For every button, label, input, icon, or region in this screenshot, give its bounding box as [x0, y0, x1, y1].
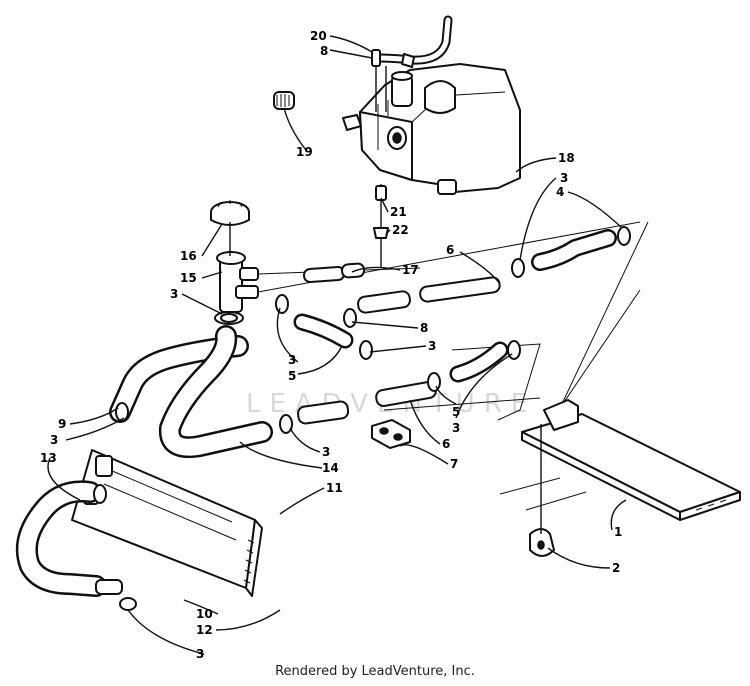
- hose-13: [16, 480, 107, 597]
- callout-3-filler: 3: [170, 287, 178, 301]
- overflow-tube: [371, 15, 453, 112]
- heat-exchanger: [499, 399, 741, 521]
- callout-labels: 20 8 19 18 21 22 16 15 17 6 3 4 3 8 3 5 …: [40, 29, 622, 661]
- callout-22: 22: [392, 223, 409, 237]
- bracket-2: [529, 424, 555, 557]
- callout-8-top: 8: [320, 44, 328, 58]
- callout-3-right-lower: 3: [452, 421, 460, 435]
- callout-7: 7: [450, 457, 458, 471]
- coolant-tank: [342, 63, 521, 195]
- leader-lines: [47, 35, 627, 655]
- callout-13: 13: [40, 451, 57, 465]
- hose-8-short: [357, 290, 411, 314]
- callout-3-middle: 3: [428, 339, 436, 353]
- callout-14: 14: [322, 461, 339, 475]
- callout-21: 21: [390, 205, 407, 219]
- callout-6-lower: 6: [442, 437, 450, 451]
- hose-6-upper: [419, 276, 501, 303]
- callout-3-lower-middle: 3: [322, 445, 330, 459]
- hose-5-lower: [449, 341, 509, 383]
- callout-16: 16: [180, 249, 197, 263]
- hose-4-elbow: [531, 229, 617, 271]
- callout-11: 11: [326, 481, 343, 495]
- hose-5-upper: [293, 313, 354, 349]
- callout-2: 2: [612, 561, 620, 575]
- callout-3-middle-left: 3: [288, 353, 296, 367]
- hose-3-lower: [297, 400, 350, 425]
- tank-outlet-fittings: [373, 184, 389, 268]
- clamps: [93, 226, 631, 611]
- footer-credit: Rendered by LeadVenture, Inc.: [275, 664, 475, 679]
- hose-14: [158, 325, 273, 459]
- callout-20: 20: [310, 29, 327, 43]
- callout-10: 10: [196, 607, 213, 621]
- tank-cap: [273, 91, 295, 110]
- callout-5-left: 5: [288, 369, 296, 383]
- callout-15: 15: [180, 271, 197, 285]
- callout-9: 9: [58, 417, 66, 431]
- radiator-cap: [210, 200, 250, 226]
- callout-8-middle: 8: [420, 321, 428, 335]
- callout-19: 19: [296, 145, 313, 159]
- callout-17: 17: [402, 263, 419, 277]
- radiator: [71, 449, 263, 597]
- callout-3-bottom: 3: [196, 647, 204, 661]
- callout-3-upper-right: 3: [560, 171, 568, 185]
- callout-1: 1: [614, 525, 622, 539]
- hose-12-stub: [95, 579, 123, 595]
- callout-5-right: 5: [452, 405, 460, 419]
- callout-6-upper: 6: [446, 243, 454, 257]
- callout-18: 18: [558, 151, 575, 165]
- bracket-7: [371, 419, 411, 449]
- callout-4: 4: [556, 185, 564, 199]
- hose-17: [303, 262, 366, 283]
- callout-12: 12: [196, 623, 213, 637]
- callout-3-left: 3: [50, 433, 58, 447]
- filler-neck: [214, 222, 259, 325]
